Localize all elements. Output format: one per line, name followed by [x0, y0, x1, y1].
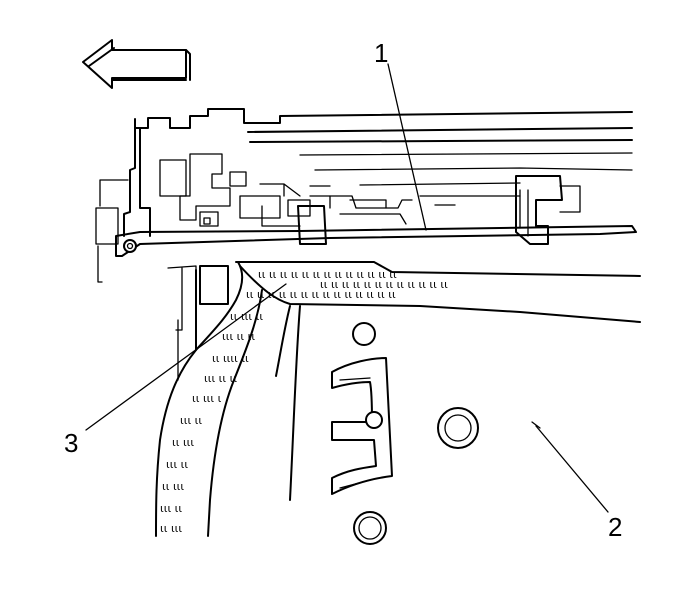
svg-text:ιι ιι ιι ιι ιι ιι ιι ιι: ιι ιι ιι ιι ιι ιι ιι ιι ιι ιι ιι ιι [320, 278, 448, 291]
svg-text:ιιι ιι: ιιι ιι [166, 458, 188, 471]
svg-text:ιι ιιι ι: ιι ιιι ι [192, 392, 222, 405]
svg-text:ιι ιιι: ιι ιιι [160, 522, 182, 535]
svg-text:ιιι ιι: ιιι ιι [160, 502, 182, 515]
svg-text:ιι ιι ιι ιι ιι ιι ιι ιι: ιι ιι ιι ιι ιι ιι ιι ιι ιι ιι ιι ιι ιι [258, 268, 397, 281]
left-arrow-icon [82, 39, 191, 89]
insulator-texture: ιι ιι ιι ιι ιι ιι ιι ιι ιι ιι ιι ιι ιι ι… [160, 268, 448, 535]
lower-panel [177, 269, 479, 545]
leader-lines [85, 63, 609, 513]
svg-text:ιι ιι ιι ιι ιι ιι ιι ιι: ιι ιι ιι ιι ιι ιι ιι ιι ιι ιι ιι ιι ιι ι… [246, 288, 396, 301]
svg-text:ιιι ιι ιι: ιιι ιι ιι [204, 372, 237, 385]
upper-bracket-assembly [95, 108, 637, 283]
svg-text:ιι ιιι: ιι ιιι [162, 480, 184, 493]
callout-3: 3 [64, 428, 78, 458]
svg-text:ιι ιιι: ιι ιιι [172, 436, 194, 449]
svg-text:ιιι ιι ιι: ιιι ιι ιι [222, 330, 255, 343]
svg-text:ιι ιιι ιι: ιι ιιι ιι [230, 310, 263, 323]
svg-text:ιιι ιι: ιιι ιι [180, 414, 202, 427]
callout-1: 1 [374, 38, 388, 68]
insulator-pad: ιι ιι ιι ιι ιι ιι ιι ιι ιι ιι ιι ιι ιι ι… [155, 261, 641, 537]
svg-text:ιι ιιιι ιι: ιι ιιιι ιι [212, 352, 249, 365]
callout-2: 2 [608, 512, 622, 542]
